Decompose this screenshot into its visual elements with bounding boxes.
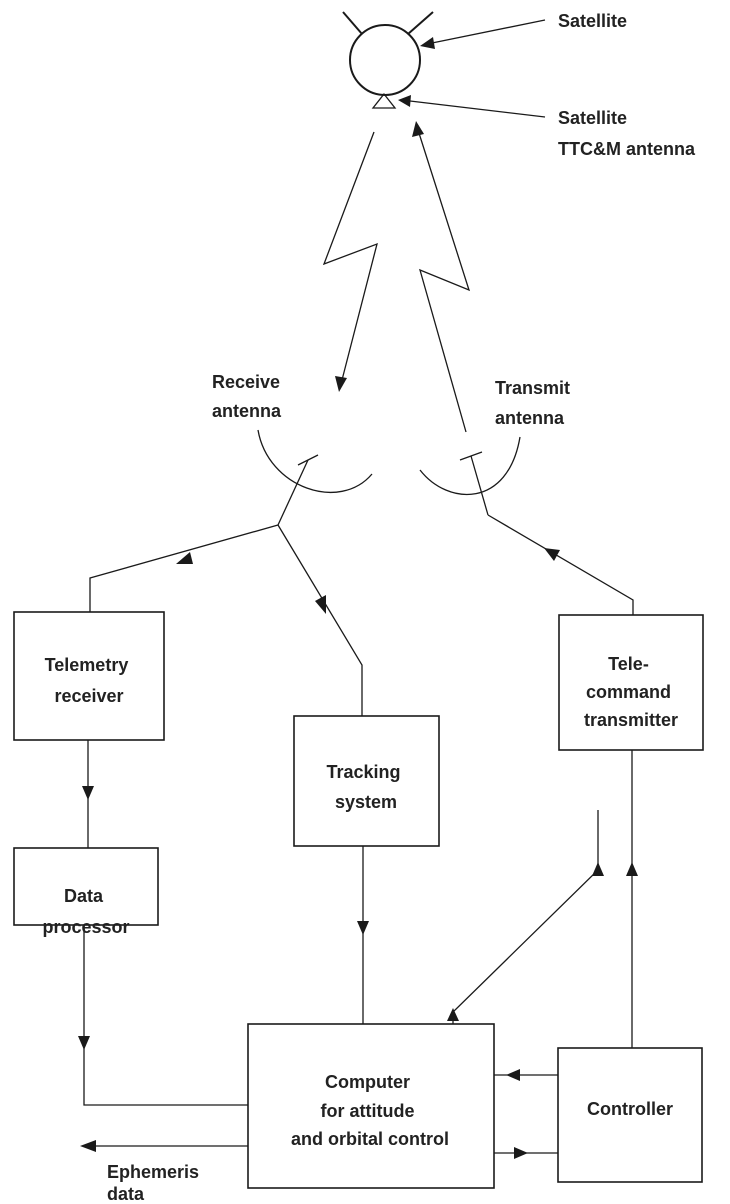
uplink-arrowhead — [412, 121, 424, 137]
feed-line-transmit-arrowhead — [544, 548, 560, 561]
computer-to-controller-arrowhead — [514, 1147, 528, 1159]
receive-antenna-label: Receive antenna — [212, 372, 285, 421]
controller-to-telecommand-arrowhead — [626, 862, 638, 876]
telecommand-transmitter-label: Tele- command transmitter — [584, 654, 678, 730]
downlink-signal-path — [322, 131, 378, 381]
controller-block — [557, 1047, 703, 1183]
feed-line-tracking-arrowhead — [315, 595, 326, 614]
computer-to-telecommand-arrowhead — [592, 862, 604, 876]
receive-antenna-icon — [257, 429, 373, 526]
data-processor-label: Data processor — [42, 886, 129, 937]
computer-block — [247, 1023, 495, 1189]
computer-to-computer-top-arrowhead — [447, 1008, 459, 1021]
satellite-pointer-arrow — [431, 19, 546, 44]
telecommand-transmitter-block — [558, 614, 704, 751]
ephemeris-data-label: Ephemeris data — [107, 1162, 204, 1204]
controller-to-computer-arrowhead — [506, 1069, 520, 1081]
satellite-label: Satellite — [558, 11, 627, 31]
ttcm-antenna-pointer-arrow — [409, 100, 546, 118]
computer-label: Computer for attitude and orbital contro… — [291, 1072, 449, 1149]
telemetry-to-data-processor-arrowhead — [82, 786, 94, 800]
satellite-pointer-arrowhead — [420, 37, 435, 49]
transmit-antenna-label: Transmit antenna — [495, 378, 575, 428]
satellite-ttcm-antenna-icon — [371, 92, 397, 109]
transmit-antenna-icon — [419, 436, 521, 516]
data-processor-to-computer-arrowhead — [78, 1036, 90, 1050]
feed-line-to-tracking-system — [277, 524, 363, 716]
telemetry-receiver-label: Telemetry receiver — [45, 655, 134, 706]
data-processor-to-computer-line — [83, 925, 248, 1106]
computer-to-telecommand-line — [452, 810, 599, 1024]
controller-label: Controller — [587, 1099, 673, 1119]
satellite-icon — [342, 11, 434, 96]
uplink-signal-path — [417, 129, 471, 433]
feed-line-from-telecommand-transmitter — [487, 514, 634, 615]
ttcm-antenna-pointer-arrowhead — [398, 95, 411, 107]
telemetry-receiver-block — [13, 611, 165, 741]
tracking-system-label: Tracking system — [326, 762, 405, 812]
downlink-arrowhead — [335, 376, 347, 392]
feed-line-to-telemetry-receiver — [89, 524, 279, 612]
ephemeris-output-arrowhead — [80, 1140, 96, 1152]
satellite-ttcm-antenna-label: Satellite TTC&M antenna — [558, 108, 696, 159]
tracking-to-computer-arrowhead — [357, 921, 369, 935]
feed-line-telemetry-arrowhead — [176, 552, 193, 564]
tracking-system-block — [293, 715, 440, 847]
data-processor-block — [13, 847, 159, 926]
